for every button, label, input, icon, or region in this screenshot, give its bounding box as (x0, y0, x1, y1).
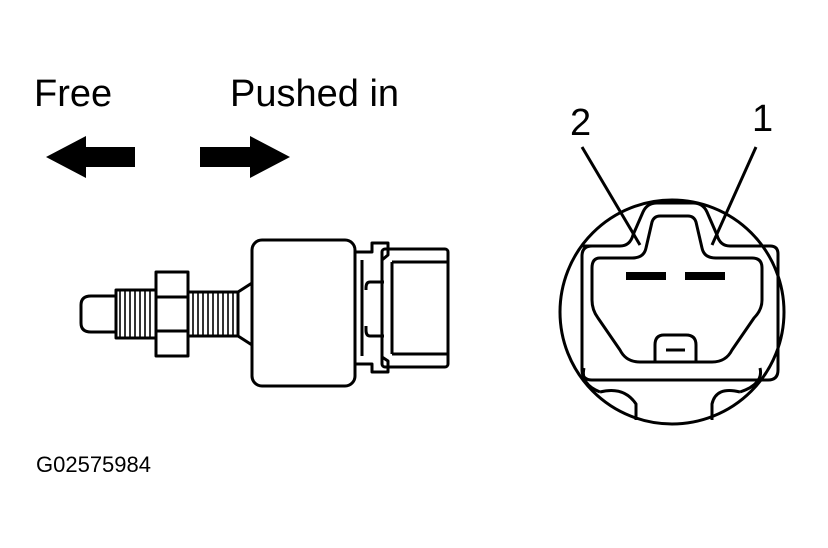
pushed-in-label: Pushed in (230, 73, 400, 115)
terminal-2 (626, 272, 666, 280)
switch-housing (250, 238, 357, 388)
key-notch (653, 333, 698, 362)
connector-face-view (558, 198, 786, 426)
body-shoulder (237, 281, 254, 347)
connector-block (380, 247, 450, 369)
view-circle (558, 198, 786, 426)
terminal-1 (685, 272, 725, 280)
lock-nut (154, 270, 190, 358)
pin-2-label: 2 (570, 102, 592, 144)
pin-1-label: 1 (752, 98, 774, 140)
bottom-lobe-left (599, 389, 638, 420)
switch-side-view (79, 238, 450, 388)
figure-code: G02575984 (36, 452, 151, 477)
arrow-right-icon (200, 136, 290, 178)
pin1-leader-line (710, 146, 758, 246)
arrow-left-icon (46, 136, 135, 178)
bottom-lobe-right (710, 389, 741, 420)
connector-cavity (590, 214, 764, 364)
rear-thread (186, 290, 240, 338)
free-label: Free (34, 73, 113, 115)
pin2-leader-line (580, 146, 642, 246)
plunger-tip (79, 294, 116, 334)
